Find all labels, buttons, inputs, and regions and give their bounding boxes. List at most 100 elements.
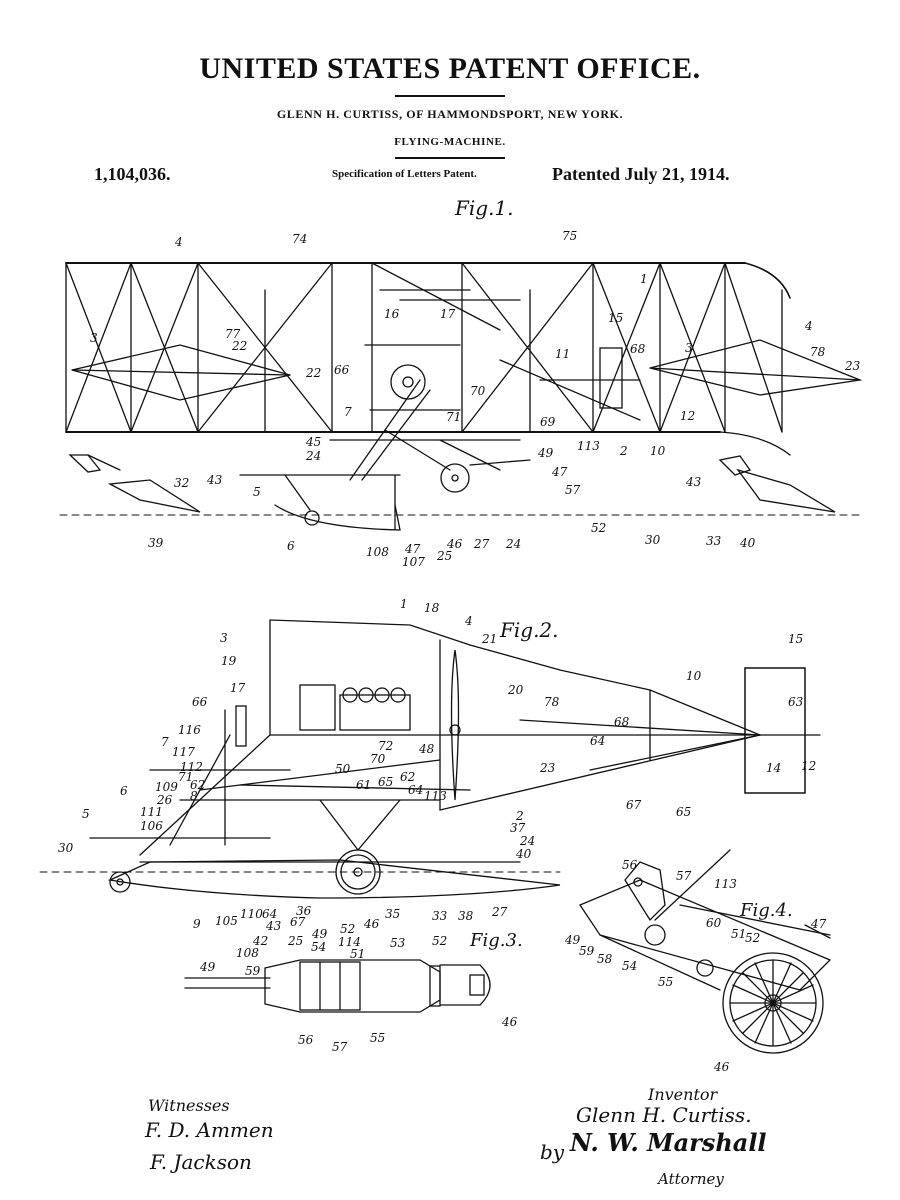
ref-numeral-59: 59 xyxy=(245,964,261,978)
ref-numeral-35: 35 xyxy=(385,907,400,921)
ref-numeral-6: 6 xyxy=(120,784,128,798)
ref-numeral-57: 57 xyxy=(676,869,692,883)
ref-numeral-4: 4 xyxy=(464,614,473,628)
ref-numeral-55: 55 xyxy=(658,975,673,989)
ref-numeral-8: 8 xyxy=(190,789,198,803)
ref-numeral-48: 48 xyxy=(418,742,435,756)
ref-numeral-78: 78 xyxy=(810,345,826,359)
ref-numeral-45: 45 xyxy=(305,435,321,449)
ref-numeral-15: 15 xyxy=(608,311,623,325)
ref-numeral-16: 16 xyxy=(384,307,400,321)
ref-numeral-55: 55 xyxy=(370,1031,385,1045)
witnesses-label: Witnesses xyxy=(148,1096,230,1115)
ref-numeral-24: 24 xyxy=(305,449,321,463)
ref-numeral-58: 58 xyxy=(597,952,613,966)
witness-1-signature: F. D. Ammen xyxy=(145,1118,274,1142)
ref-numeral-4: 4 xyxy=(804,319,813,333)
ref-numeral-25: 25 xyxy=(436,549,452,563)
ref-numeral-23: 23 xyxy=(844,359,861,373)
ref-numeral-107: 107 xyxy=(402,555,425,569)
ref-numeral-10: 10 xyxy=(650,444,666,458)
ref-numeral-77: 77 xyxy=(225,327,241,341)
ref-numeral-14: 14 xyxy=(766,761,781,775)
ref-numeral-25: 25 xyxy=(287,934,303,948)
ref-numeral-64: 64 xyxy=(262,907,277,921)
ref-numeral-49: 49 xyxy=(564,933,581,947)
ref-numeral-5: 5 xyxy=(82,807,90,821)
ref-numeral-108: 108 xyxy=(236,946,259,960)
ref-numeral-4: 4 xyxy=(174,235,183,249)
ref-numeral-59: 59 xyxy=(579,944,595,958)
patent-number: 1,104,036. xyxy=(94,164,171,184)
fig-3-label: Fig.3. xyxy=(470,930,523,951)
ref-numeral-68: 68 xyxy=(614,715,630,729)
ref-numeral-30: 30 xyxy=(645,533,661,547)
ref-numeral-60: 60 xyxy=(706,916,722,930)
ref-numeral-64: 64 xyxy=(590,734,605,748)
ref-numeral-40: 40 xyxy=(515,847,532,861)
ref-numeral-36: 36 xyxy=(296,904,312,918)
subject-title: FLYING-MACHINE. xyxy=(394,136,506,148)
ref-numeral-67: 67 xyxy=(626,798,642,812)
fig-4-drawing xyxy=(579,849,832,1054)
ref-numeral-110: 110 xyxy=(240,907,263,921)
ref-numeral-109: 109 xyxy=(155,780,178,794)
ref-numeral-32: 32 xyxy=(174,476,189,490)
ref-numeral-57: 57 xyxy=(565,483,581,497)
ref-numeral-66: 66 xyxy=(192,695,208,709)
ref-numeral-61: 61 xyxy=(356,778,371,792)
ref-numeral-49: 49 xyxy=(311,927,328,941)
ref-numeral-70: 70 xyxy=(370,752,386,766)
ref-numeral-20: 20 xyxy=(507,683,524,697)
ref-numeral-70: 70 xyxy=(470,384,486,398)
ref-numeral-42: 42 xyxy=(252,934,268,948)
ref-numeral-33: 33 xyxy=(432,909,448,923)
ref-numeral-9: 9 xyxy=(193,917,201,931)
witness-2-signature: F. Jackson xyxy=(150,1150,252,1174)
ref-numeral-46: 46 xyxy=(363,917,380,931)
fig-2-label: Fig.2. xyxy=(500,618,559,642)
office-title: UNITED STATES PATENT OFFICE. xyxy=(199,52,701,85)
ref-numeral-117: 117 xyxy=(172,745,195,759)
fig-1-drawing xyxy=(59,262,863,531)
ref-numeral-2: 2 xyxy=(619,444,628,458)
specification-label: Specification of Letters Patent. xyxy=(332,168,477,180)
ref-numeral-10: 10 xyxy=(686,669,702,683)
ref-numeral-43: 43 xyxy=(265,919,282,933)
ref-numeral-64: 64 xyxy=(408,783,423,797)
patented-date: Patented July 21, 1914. xyxy=(552,164,730,184)
ref-numeral-68: 68 xyxy=(630,342,646,356)
ref-numeral-43: 43 xyxy=(206,473,223,487)
ref-numeral-46: 46 xyxy=(501,1015,518,1029)
fig-1-label: Fig.1. xyxy=(455,196,514,220)
ref-numeral-24: 24 xyxy=(519,834,535,848)
ref-numeral-17: 17 xyxy=(230,681,246,695)
ref-numeral-43: 43 xyxy=(685,475,702,489)
ref-numeral-114: 114 xyxy=(338,935,361,949)
ref-numeral-106: 106 xyxy=(140,819,163,833)
ref-numeral-12: 12 xyxy=(680,409,695,423)
ref-numeral-26: 26 xyxy=(156,793,173,807)
ref-numeral-71: 71 xyxy=(178,770,193,784)
ref-numeral-78: 78 xyxy=(544,695,560,709)
ref-numeral-1: 1 xyxy=(640,272,648,286)
subject-rule xyxy=(395,157,505,159)
ref-numeral-67: 67 xyxy=(290,915,306,929)
ref-numeral-5: 5 xyxy=(253,485,261,499)
ref-numeral-52: 52 xyxy=(432,934,447,948)
ref-numeral-37: 37 xyxy=(510,821,526,835)
ref-numeral-51: 51 xyxy=(731,927,746,941)
ref-numeral-63: 63 xyxy=(788,695,804,709)
ref-numeral-23: 23 xyxy=(539,761,556,775)
inventor-line: GLENN H. CURTISS, OF HAMMONDSPORT, NEW Y… xyxy=(276,107,624,121)
ref-numeral-6: 6 xyxy=(287,539,295,553)
ref-numeral-21: 21 xyxy=(481,632,497,646)
ref-numeral-52: 52 xyxy=(340,922,355,936)
ref-numeral-7: 7 xyxy=(344,405,352,419)
ref-numeral-47: 47 xyxy=(551,465,568,479)
ref-numeral-2: 2 xyxy=(515,809,524,823)
ref-numeral-52: 52 xyxy=(745,931,760,945)
ref-numeral-65: 65 xyxy=(676,805,691,819)
fig-2-drawing xyxy=(39,619,821,899)
